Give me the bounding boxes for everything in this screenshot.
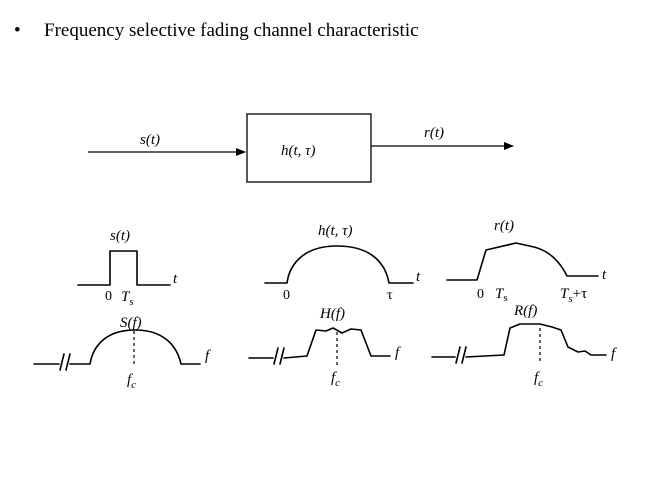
output-tick-ts: Ts — [495, 286, 508, 304]
output-tick-zero: 0 — [477, 287, 484, 302]
input-time-axis-label: t — [173, 271, 178, 287]
channel-impulse-response — [264, 245, 414, 284]
output-response — [446, 242, 599, 281]
input-spectrum — [69, 329, 201, 365]
output-time-label: r(t) — [494, 218, 514, 234]
channel-time-label: h(t, τ) — [318, 223, 353, 239]
bullet-item: • Frequency selective fading channel char… — [14, 19, 419, 43]
input-tick-ts: Ts — [121, 289, 134, 308]
input-freq-plot: S(f) f fc — [33, 315, 211, 391]
output-freq-label: R(f) — [513, 303, 537, 319]
input-time-plot: s(t) t 0 Ts — [77, 228, 178, 308]
slide-title: Frequency selective fading channel chara… — [44, 20, 419, 41]
bullet-dot: • — [14, 20, 21, 41]
channel-block-label: h(t, τ) — [281, 143, 316, 159]
output-freq-axis-label: f — [611, 346, 617, 362]
input-time-label: s(t) — [110, 228, 130, 244]
channel-tick-tau: τ — [387, 288, 393, 303]
output-freq-axis-break — [455, 346, 467, 364]
channel-time-axis-label: t — [416, 269, 421, 285]
block-diagram: s(t) h(t, τ) r(t) — [88, 113, 514, 183]
channel-freq-plot: H(f) f fc — [248, 306, 401, 389]
channel-center-freq: fc — [331, 370, 340, 389]
channel-freq-axis-break — [273, 347, 285, 365]
input-center-freq: fc — [127, 372, 136, 391]
output-freq-plot: R(f) f fc — [431, 303, 617, 389]
input-freq-axis-break — [59, 353, 71, 371]
output-center-freq: fc — [534, 370, 543, 389]
input-signal-label: s(t) — [140, 132, 160, 148]
output-time-axis-label: t — [602, 267, 607, 283]
channel-tick-zero: 0 — [283, 288, 290, 303]
channel-frequency-response — [283, 327, 391, 359]
channel-time-plot: h(t, τ) t 0 τ — [264, 223, 421, 303]
input-tick-zero: 0 — [105, 289, 112, 304]
channel-block — [246, 113, 372, 183]
output-time-plot: r(t) t 0 Ts Ts+τ — [446, 218, 607, 305]
input-freq-label: S(f) — [120, 315, 142, 331]
input-freq-axis-label: f — [205, 348, 211, 364]
output-spectrum — [465, 323, 607, 358]
output-tick-ts-plus-tau: Ts+τ — [560, 286, 587, 305]
channel-freq-label: H(f) — [319, 306, 345, 322]
input-pulse — [77, 250, 171, 286]
channel-freq-axis-label: f — [395, 345, 401, 361]
output-signal-label: r(t) — [424, 125, 444, 141]
